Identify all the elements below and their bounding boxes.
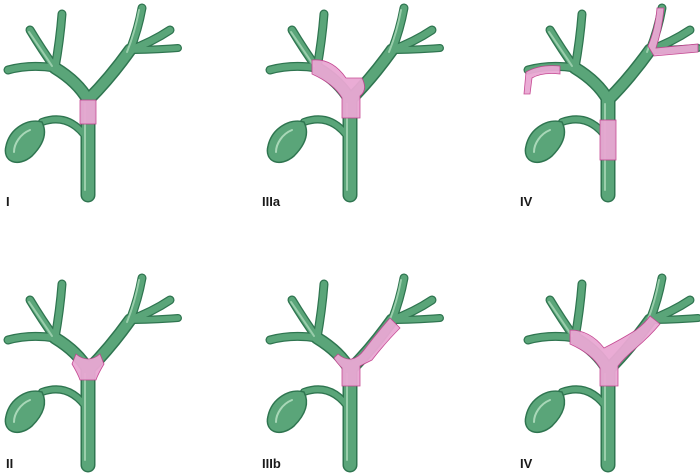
panel-label: I: [6, 194, 10, 209]
panel-type-iv-bottom: IV: [520, 278, 698, 471]
panel-label: II: [6, 456, 13, 471]
tumor-common-hepatic-duct: [80, 100, 96, 124]
panel-label: IIIb: [262, 456, 281, 471]
panel-type-iiib: IIIb: [262, 278, 440, 471]
panel-type-iv-top: IV: [520, 8, 698, 209]
tumor-common-hepatic-duct: [600, 120, 616, 160]
panel-label: IV: [520, 456, 533, 471]
panel-type-i: I: [5, 8, 178, 209]
panel-type-ii: II: [5, 278, 178, 471]
tumor-confluence-bilateral: [570, 316, 660, 386]
panel-label: IV: [520, 194, 533, 209]
panel-label: IIIa: [262, 194, 281, 209]
tumor-right-secondary-branch: [524, 66, 560, 94]
tumor-confluence-right: [312, 60, 365, 118]
tumor-confluence: [72, 354, 104, 380]
panel-type-iiia: IIIa: [262, 8, 440, 209]
